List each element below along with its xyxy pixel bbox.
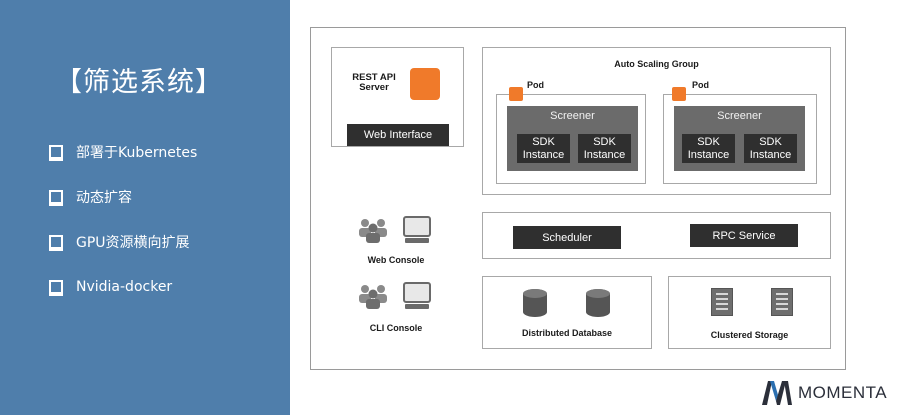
web-interface-box: Web Interface xyxy=(347,124,449,146)
screener-label: Screener xyxy=(550,110,595,122)
cli-console-label: CLI Console xyxy=(369,323,423,333)
pod-icon xyxy=(672,87,686,101)
distributed-database-label: Distributed Database xyxy=(521,328,613,338)
database-icon xyxy=(523,289,547,317)
feature-item: GPU资源横向扩展 xyxy=(49,232,190,252)
feature-item: 动态扩容 xyxy=(49,187,132,207)
people-icon xyxy=(359,219,387,243)
scheduler-rpc-box: Scheduler RPC Service xyxy=(482,212,831,259)
monitor-icon xyxy=(403,216,431,243)
database-icon xyxy=(586,289,610,317)
auto-scaling-group: Auto Scaling Group Pod Screener SDK Inst… xyxy=(482,47,831,195)
checkbox-icon xyxy=(49,190,63,206)
panel-title: 【筛选系统】 xyxy=(55,67,223,98)
pod-box: Pod Screener SDK Instance SDK Instance xyxy=(496,80,646,184)
momenta-logo-icon xyxy=(762,381,792,405)
server-icon xyxy=(711,288,733,316)
server-icon xyxy=(771,288,793,316)
architecture-diagram: REST API Server Web Interface Auto Scali… xyxy=(310,27,846,370)
pod-icon xyxy=(509,87,523,101)
clustered-storage-label: Clustered Storage xyxy=(710,330,789,340)
clustered-storage-box: Clustered Storage xyxy=(668,276,831,349)
web-console-label: Web Console xyxy=(367,255,425,265)
pod-label: Pod xyxy=(692,80,709,90)
people-icon xyxy=(359,285,387,309)
rest-api-icon xyxy=(410,68,440,100)
logo-text: MOMENTA xyxy=(798,383,888,402)
screener-label: Screener xyxy=(717,110,762,122)
checkbox-icon xyxy=(49,145,63,161)
feature-label: 动态扩容 xyxy=(76,190,132,206)
distributed-database-box: Distributed Database xyxy=(482,276,652,349)
feature-item: Nvidia-docker xyxy=(49,277,172,297)
sdk-instance: SDK Instance xyxy=(744,134,797,163)
feature-item: 部署于Kubernetes xyxy=(49,142,197,162)
rest-api-label: REST API Server xyxy=(352,72,396,93)
momenta-logo: MOMENTA xyxy=(762,381,887,405)
feature-label: Nvidia-docker xyxy=(76,279,173,295)
checkbox-icon xyxy=(49,235,63,251)
screener-box: Screener SDK Instance SDK Instance xyxy=(674,106,805,171)
screener-box: Screener SDK Instance SDK Instance xyxy=(507,106,638,171)
sdk-instance: SDK Instance xyxy=(578,134,631,163)
pod-box: Pod Screener SDK Instance SDK Instance xyxy=(663,80,817,184)
checkbox-icon xyxy=(49,280,63,296)
pod-label: Pod xyxy=(527,80,544,90)
left-panel: 【筛选系统】 部署于Kubernetes 动态扩容 GPU资源横向扩展 Nvid… xyxy=(0,0,290,415)
feature-label: 部署于Kubernetes xyxy=(76,145,198,161)
scheduler-box: Scheduler xyxy=(513,226,621,249)
monitor-icon xyxy=(403,282,431,309)
feature-label: GPU资源横向扩展 xyxy=(76,235,190,251)
asg-title: Auto Scaling Group xyxy=(614,59,699,69)
sdk-instance: SDK Instance xyxy=(682,134,735,163)
rest-api-box: REST API Server Web Interface xyxy=(331,47,464,147)
sdk-instance: SDK Instance xyxy=(517,134,570,163)
rpc-service-box: RPC Service xyxy=(690,224,798,247)
